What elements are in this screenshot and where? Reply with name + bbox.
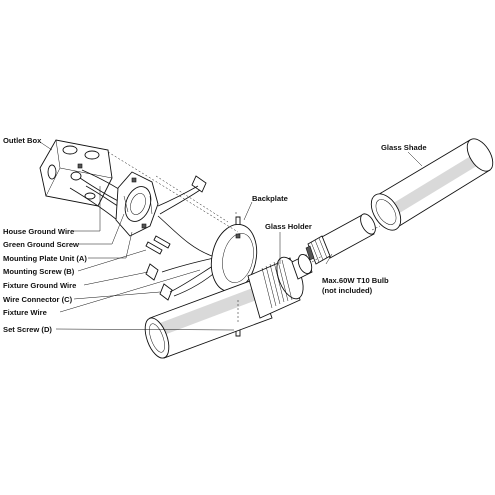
fixture-wires <box>157 185 219 297</box>
label-glass-shade: Glass Shade <box>381 143 427 152</box>
label-house-ground-wire: House Ground Wire <box>3 227 75 236</box>
label-fixture-ground-wire: Fixture Ground Wire <box>3 281 77 290</box>
label-glass-holder: Glass Holder <box>265 222 312 231</box>
outlet-box <box>39 139 113 207</box>
label-mounting-plate-unit: Mounting Plate Unit (A) <box>3 254 87 263</box>
mounting-plate <box>115 171 159 237</box>
label-set-screw: Set Screw (D) <box>3 325 52 334</box>
label-bulb-line2: (not included) <box>322 286 373 295</box>
leader-lines <box>39 141 423 331</box>
label-fixture-wire: Fixture Wire <box>3 308 47 317</box>
label-bulb-line1: Max.60W T10 Bulb <box>322 276 389 285</box>
label-outlet-box: Outlet Box <box>3 136 42 145</box>
glass-holder-part <box>247 254 313 319</box>
assembly-lines <box>107 151 381 324</box>
label-green-ground-screw: Green Ground Screw <box>3 240 79 249</box>
label-mounting-screw: Mounting Screw (B) <box>3 267 75 276</box>
upper-glass-shade <box>370 138 494 231</box>
lower-glass-shade <box>144 277 273 359</box>
label-wire-connector: Wire Connector (C) <box>3 295 73 304</box>
bulb <box>305 213 376 265</box>
label-backplate: Backplate <box>252 194 288 203</box>
